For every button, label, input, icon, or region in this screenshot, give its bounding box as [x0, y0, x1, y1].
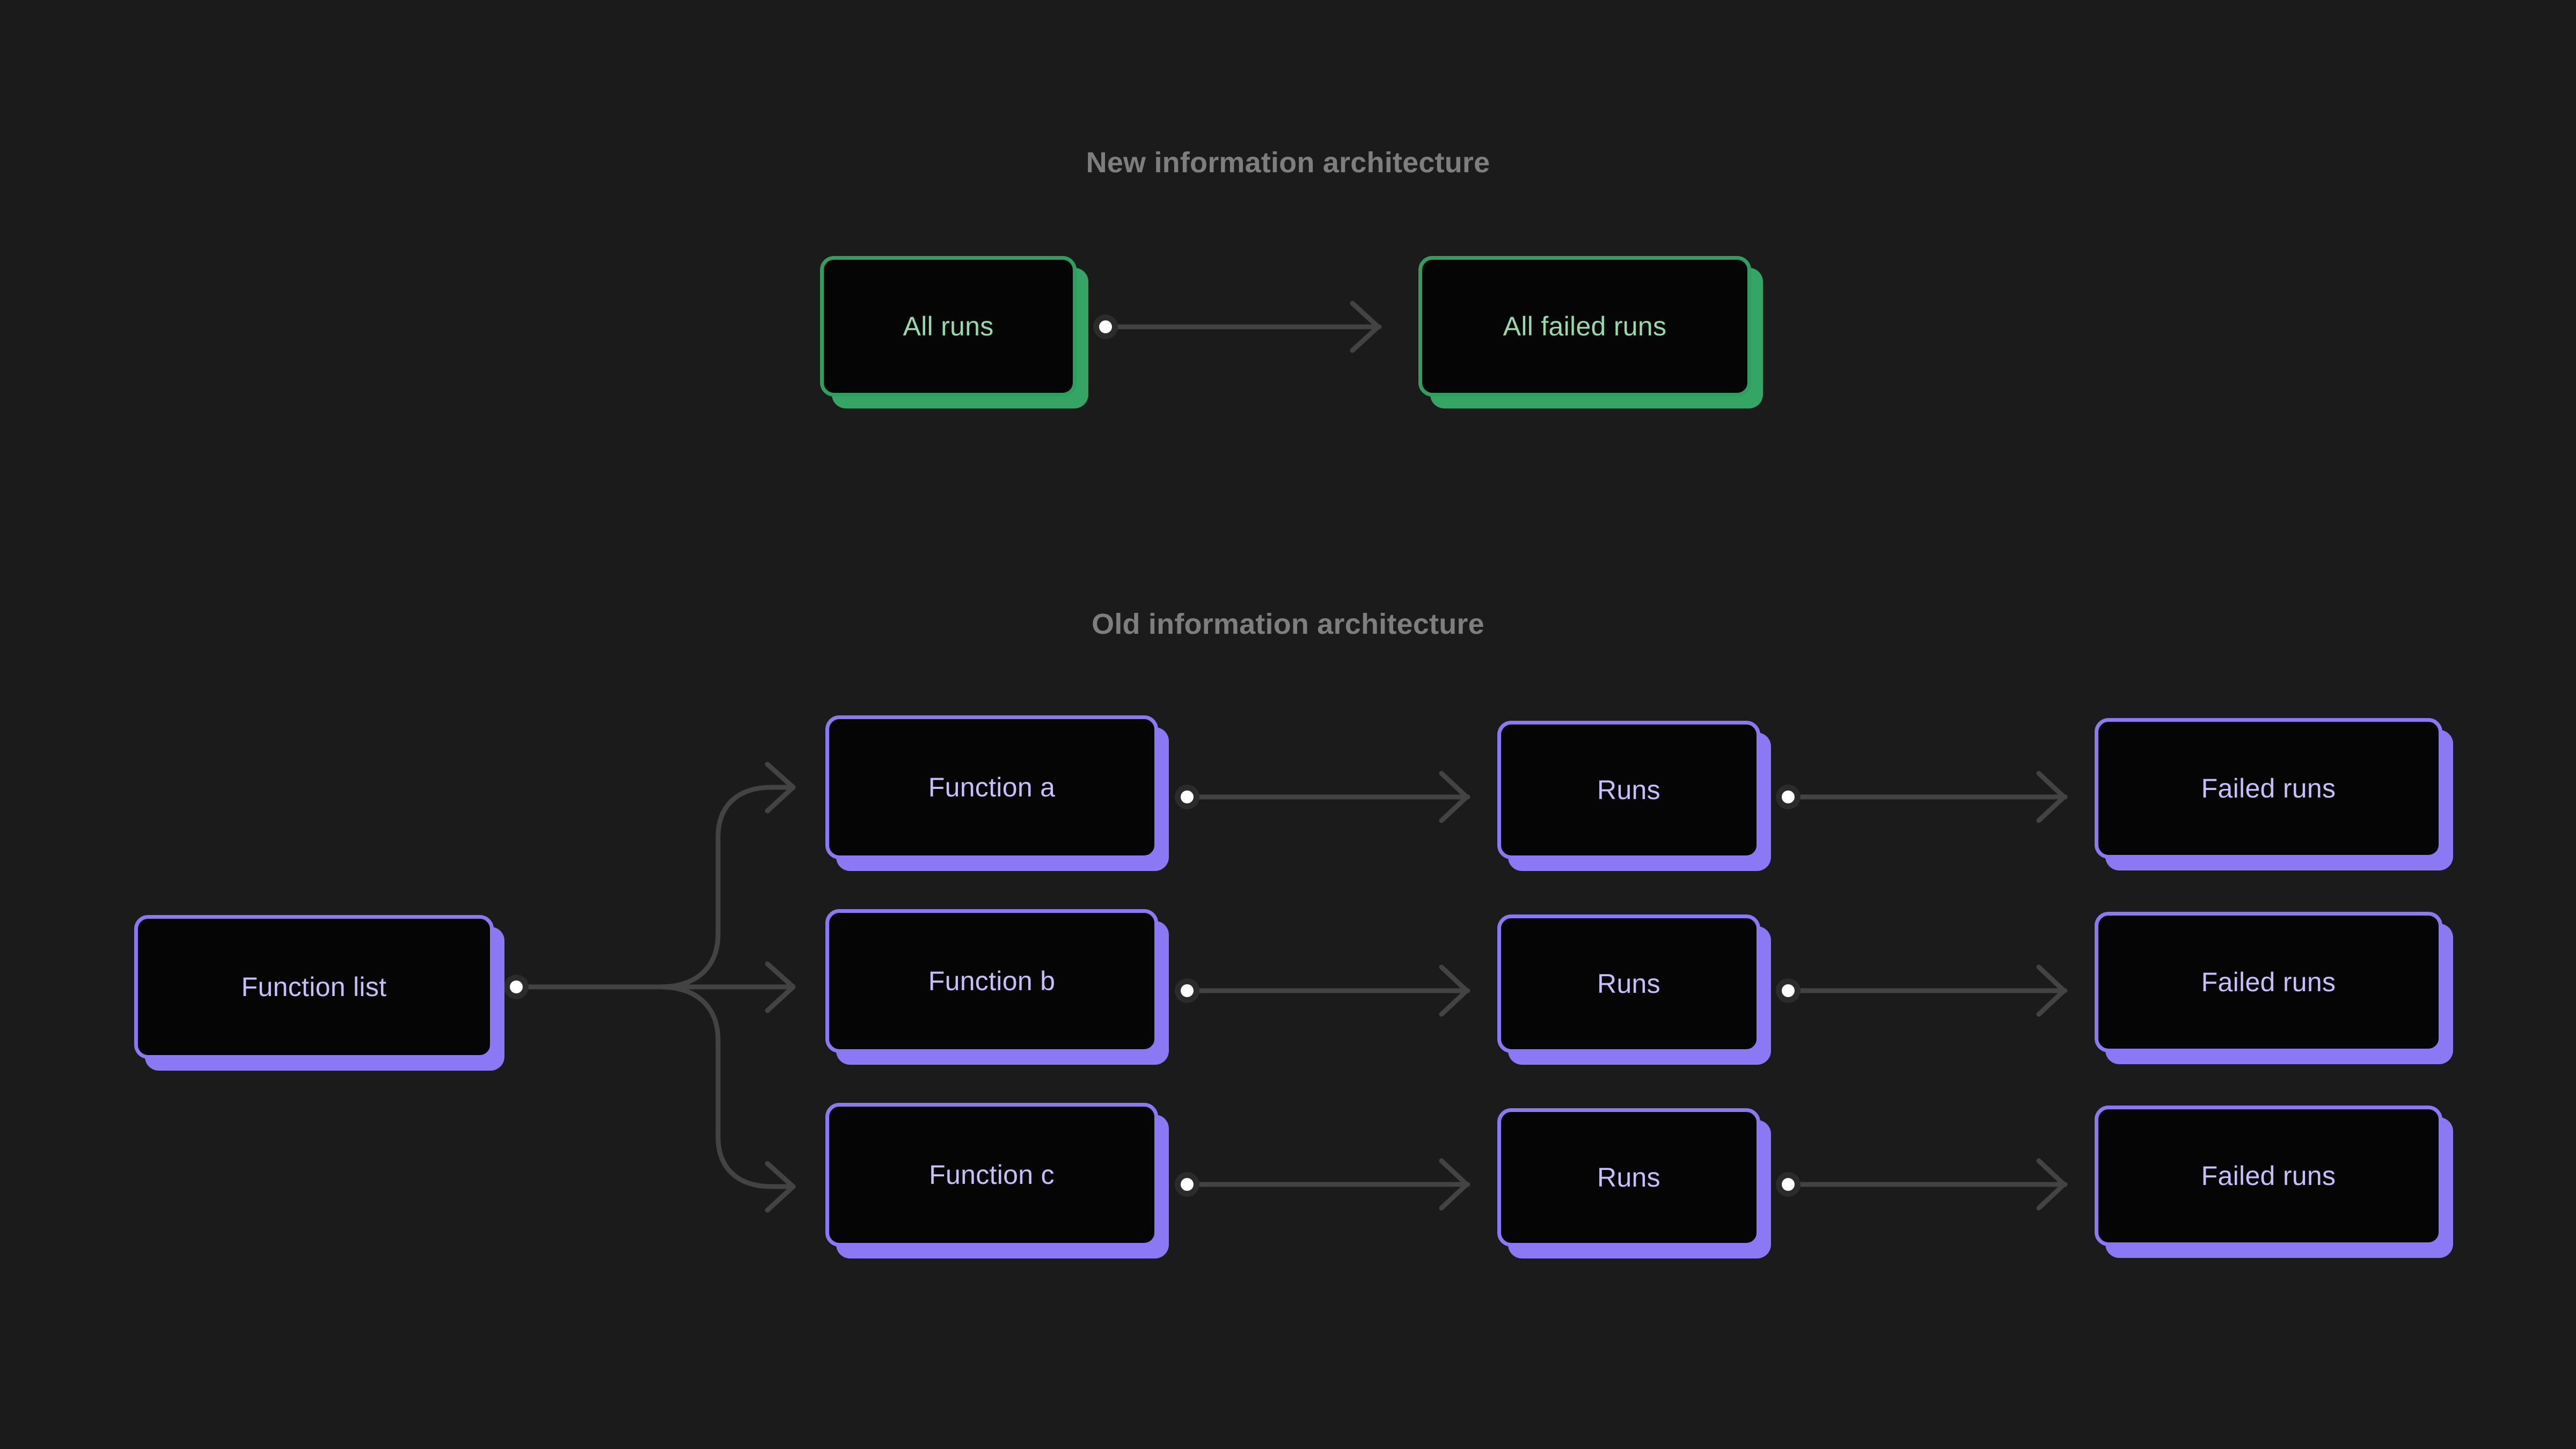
node-label: Failed runs [2201, 1161, 2336, 1191]
node-function-a[interactable]: Function a [825, 715, 1158, 859]
node-label: Function b [928, 966, 1056, 996]
node-label: Function c [929, 1160, 1055, 1190]
node-label: Runs [1597, 775, 1660, 805]
node-label: All runs [903, 311, 994, 341]
node-failed-runs-c[interactable]: Failed runs [2095, 1106, 2442, 1246]
node-all-runs[interactable]: All runs [820, 256, 1077, 397]
section-title-new: New information architecture [1086, 147, 1490, 179]
node-all-failed-runs[interactable]: All failed runs [1418, 256, 1751, 397]
connector-function-c-to-runs-c [1175, 1158, 1470, 1211]
node-label: Function list [241, 972, 387, 1002]
connector-runs-b-to-failed-runs-b [1776, 964, 2068, 1017]
node-function-list[interactable]: Function list [134, 915, 494, 1059]
node-runs-c[interactable]: Runs [1497, 1108, 1760, 1247]
node-failed-runs-a[interactable]: Failed runs [2095, 718, 2442, 859]
connector-function-a-to-runs-a [1175, 771, 1470, 823]
connector-function-b-to-runs-b [1175, 964, 1470, 1017]
node-label: Runs [1597, 969, 1660, 999]
node-label: All failed runs [1503, 311, 1667, 341]
section-title-old: Old information architecture [1092, 608, 1484, 640]
node-failed-runs-b[interactable]: Failed runs [2095, 912, 2442, 1052]
node-label: Runs [1597, 1162, 1660, 1192]
node-function-b[interactable]: Function b [825, 909, 1158, 1053]
node-label: Failed runs [2201, 773, 2336, 803]
node-label: Failed runs [2201, 967, 2336, 997]
node-function-c[interactable]: Function c [825, 1103, 1158, 1247]
node-runs-b[interactable]: Runs [1497, 914, 1760, 1053]
connector-all-runs-to-all-failed-runs [1093, 301, 1382, 353]
node-runs-a[interactable]: Runs [1497, 721, 1760, 859]
connector-runs-a-to-failed-runs-a [1776, 771, 2068, 823]
connector-function-list-branch [504, 762, 796, 1213]
node-label: Function a [928, 772, 1056, 802]
connector-runs-c-to-failed-runs-c [1776, 1158, 2068, 1211]
